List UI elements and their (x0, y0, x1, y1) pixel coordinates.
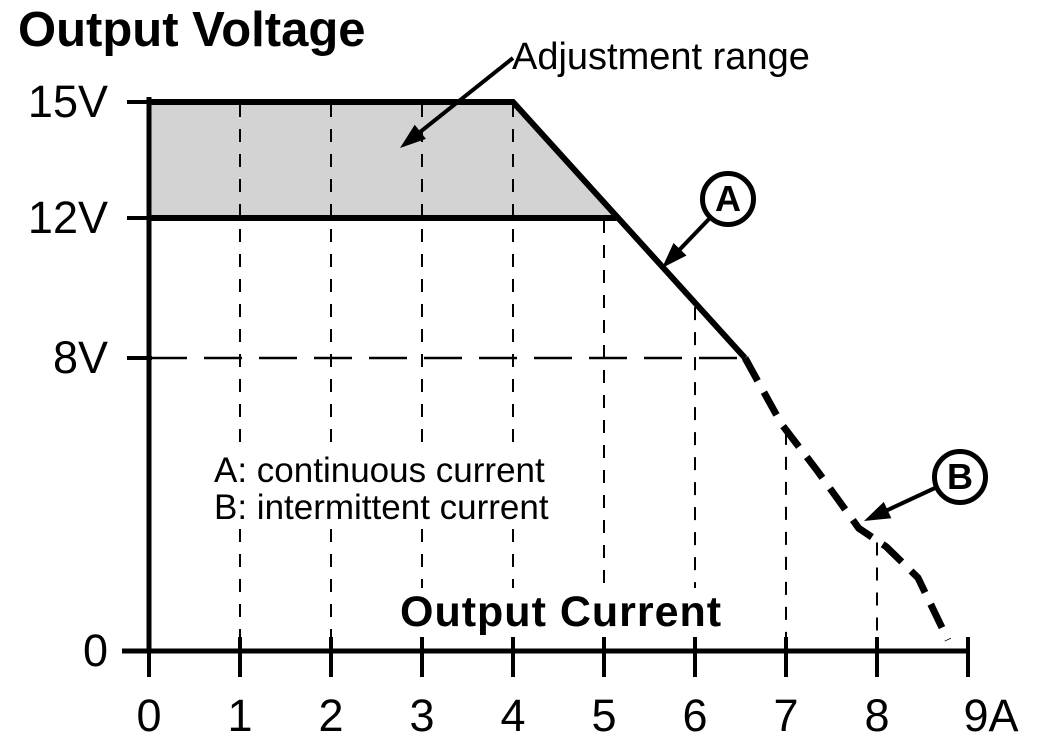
curve-a-badge: A (700, 171, 756, 227)
x-tick-label-0: 0 (136, 690, 162, 741)
y-tick-label-15V: 15V (27, 76, 108, 127)
curve-a-badge-letter: A (715, 178, 741, 219)
legend-item-a: A: continuous current (214, 451, 545, 490)
x-tick-label-5: 5 (591, 690, 617, 741)
curve-b-arrow-line (881, 486, 936, 515)
chart-title: Output Voltage (18, 3, 366, 57)
curve-a-continuous (149, 99, 748, 361)
adjustment-range-label: Adjustment range (512, 36, 810, 78)
curve-b-arrow-head (864, 501, 892, 521)
y-tick-label-0: 0 (82, 625, 108, 676)
curve-b-intermittent (741, 356, 952, 642)
curve-a-arrow-line (674, 217, 711, 255)
x-tick-label-9A: 9A (963, 690, 1019, 741)
curve-a-arrow-head (662, 243, 687, 268)
adjustment-range-arrow-line (414, 56, 515, 138)
legend: A: continuous current B: intermittent cu… (206, 450, 557, 528)
adjustment-range-band (149, 102, 618, 218)
x-tick-label-7: 7 (773, 690, 799, 741)
y-tick-label-8V: 8V (52, 332, 108, 383)
curve-b-badge-letter: B (947, 456, 973, 497)
x-tick-label-6: 6 (682, 690, 708, 741)
legend-item-b: B: intermittent current (214, 488, 549, 527)
curve-b-badge: B (932, 449, 988, 505)
adjustment-range-arrow-head (400, 124, 426, 148)
x-tick-label-8: 8 (864, 690, 890, 741)
x-tick-label-2: 2 (318, 690, 344, 741)
x-axis-title: Output Current (394, 588, 729, 637)
y-tick-label-12V: 12V (27, 192, 108, 243)
x-tick-label-1: 1 (227, 690, 253, 741)
x-tick-label-4: 4 (500, 690, 526, 741)
x-tick-label-3: 3 (409, 690, 435, 741)
